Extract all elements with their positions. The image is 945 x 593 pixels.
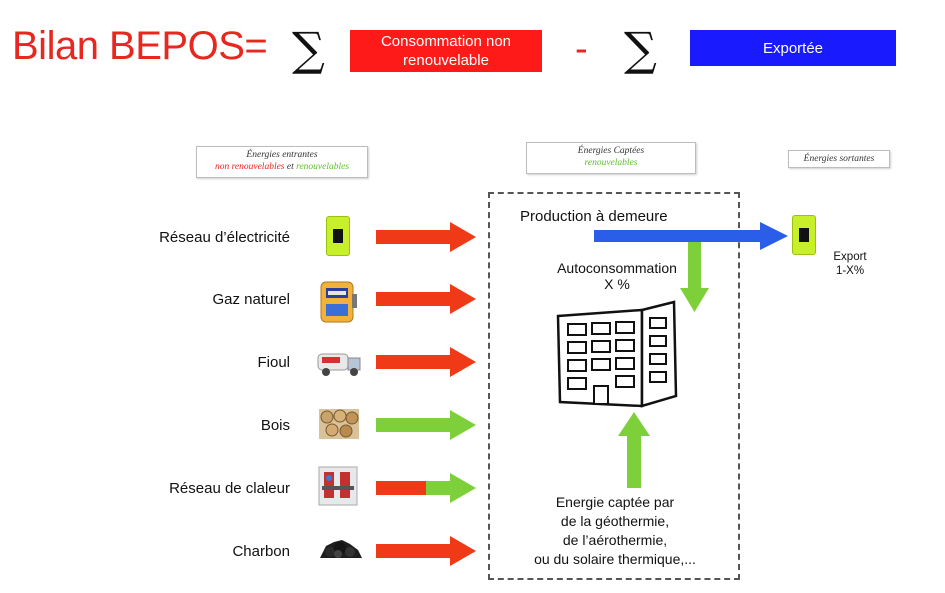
incoming-legend-nonrenewable: non renouvelables [214,162,285,172]
arrow-wood [376,410,476,440]
heat-network-icon [318,466,358,506]
minus-symbol: - [575,28,588,70]
wood-logs-icon [319,409,359,439]
captured-legend-renewable: renouvelables [584,158,638,168]
non-renewable-consumption-box: Consommation non renouvelable [350,30,542,72]
export-meter-icon [792,215,816,255]
arrow-heat-network [376,473,476,503]
source-label-fuel: Fioul [257,354,290,371]
diagram-title: Bilan BEPOS= [12,24,268,68]
non-renewable-consumption-label: Consommation non renouvelable [380,33,512,69]
export-and-autoconsumption-arrows [594,222,788,312]
autoconsumption-line1: Autoconsommation [557,260,677,276]
captured-energy-line2: de la géothermie, [560,513,670,529]
autoconsumption-label: Autoconsommation X % [542,260,692,292]
gas-meter-icon [320,281,357,323]
source-label-heat-network: Réseau de claleur [169,480,290,497]
arrow-captured-energy [618,412,650,488]
fuel-truck-icon [317,353,361,376]
source-arrows [376,222,476,566]
captured-energy-line1: Energie captée par [555,494,675,510]
arrow-fuel [376,347,476,377]
arrow-electricity [376,222,476,252]
coal-icon [320,540,362,558]
source-label-coal: Charbon [232,543,290,560]
export-line2: 1-X% [835,265,865,277]
on-site-production-zone [488,192,740,580]
sigma-symbol-2: ∑ [624,22,657,76]
building-icon [556,300,678,408]
arrow-gas [376,284,476,314]
production-label: Production à demeure [520,208,668,225]
source-label-electricity: Réseau d’électricité [159,229,290,246]
exported-box: Exportée [690,30,896,66]
incoming-legend-renewable: renouvelables [296,162,350,172]
captured-energy-text: Energie captée par de la géothermie, de … [500,493,730,569]
source-label-wood: Bois [260,417,290,434]
captured-energies-legend: Énergies Captées renouvelables [526,142,696,174]
autoconsumption-line2: X % [604,276,630,292]
incoming-legend-and: et [286,162,294,172]
outgoing-legend-title: Énergies sortantes [803,154,875,164]
source-label-gas: Gaz naturel [212,291,290,308]
export-label: Export 1-X% [820,250,880,278]
outgoing-energies-legend: Énergies sortantes [788,150,890,168]
incoming-legend-title: Énergies entrantes [246,150,318,160]
electric-meter-icon [326,216,350,256]
captured-legend-title: Énergies Captées [577,146,645,156]
captured-energy-line3: de l’aérothermie, [562,532,668,548]
exported-label: Exportée [762,39,824,57]
sigma-symbol-1: ∑ [292,22,325,76]
arrow-autoconsumption [680,242,709,312]
incoming-legend-subtitle: non renouvelables et renouvelables [197,161,367,173]
arrow-coal [376,536,476,566]
captured-energy-line4: ou du solaire thermique,... [534,551,696,567]
incoming-energies-legend: Énergies entrantes non renouvelables et … [196,146,368,178]
arrow-export [594,222,788,250]
export-line1: Export [833,251,867,263]
